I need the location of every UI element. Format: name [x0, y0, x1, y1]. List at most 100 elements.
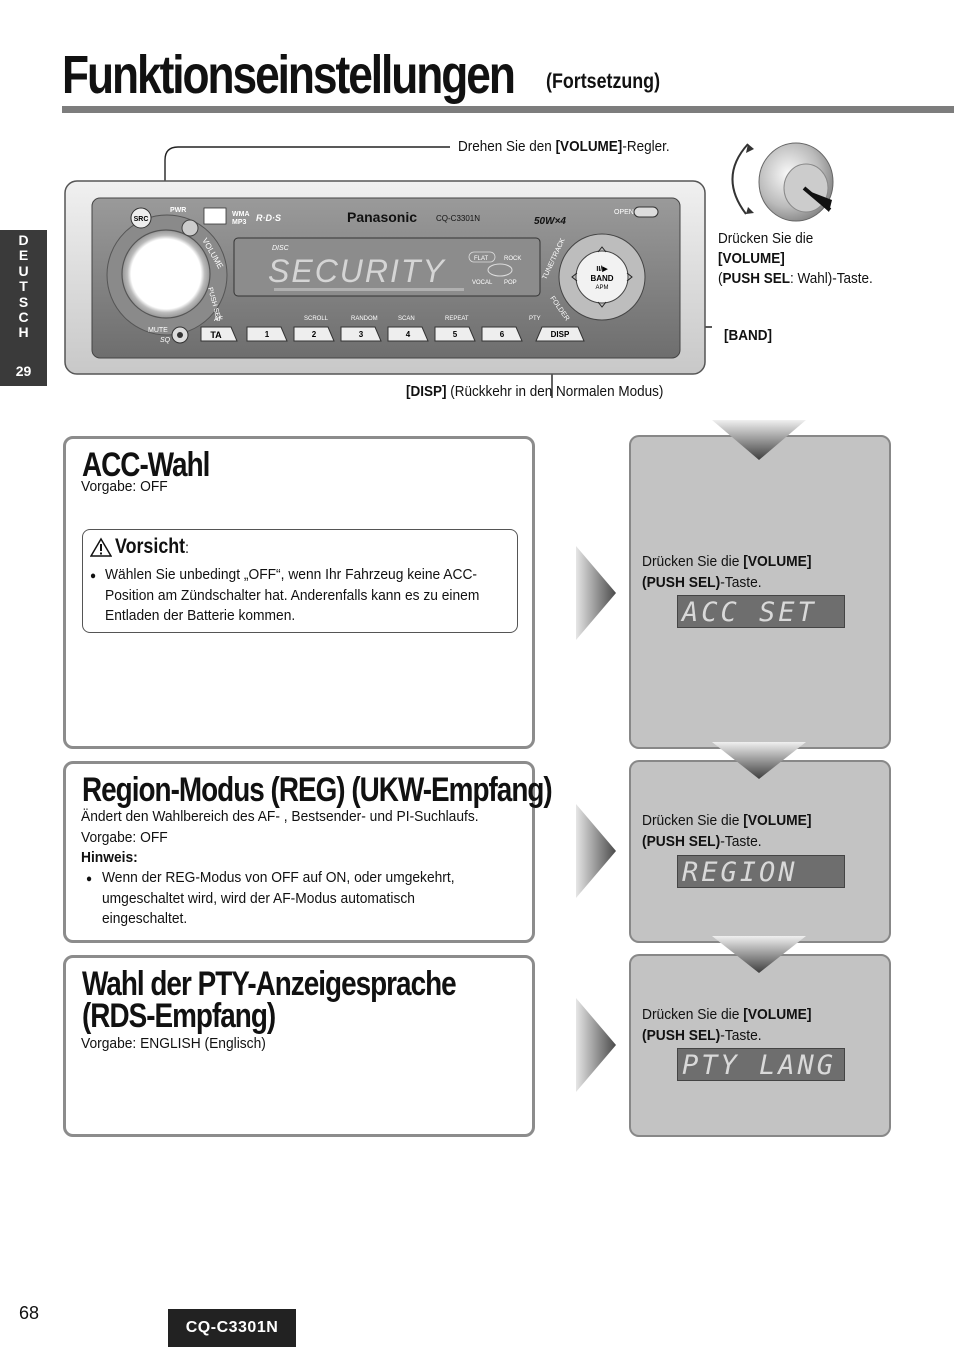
section-title-region: Region-Modus (REG) (UKW-Empfang): [82, 771, 553, 809]
radio-display-text: SECURITY: [268, 253, 446, 289]
region-text: Ändert den Wahlbereich des AF- , Bestsen…: [81, 808, 479, 866]
radio-display: [233, 237, 541, 297]
sq-label: SQ: [160, 337, 171, 344]
preset-button-2[interactable]: [293, 326, 335, 342]
preset-label-4: 4: [406, 330, 411, 339]
page-header: Funktionseinstellungen (Fortsetzung): [62, 42, 954, 116]
src-button[interactable]: [130, 207, 152, 229]
step-arrow-1-icon: [576, 546, 616, 640]
disc-indicator: DISC: [272, 245, 290, 252]
language-tab: D E U T S C H 29: [0, 230, 47, 386]
rds-logo: R·D·S: [256, 213, 281, 223]
af-label: AF: [214, 316, 223, 323]
preset-label-5: 5: [453, 330, 458, 339]
pwr-button[interactable]: [181, 219, 199, 237]
preset-function-random: RANDOM: [351, 316, 378, 322]
disp-label: DISP: [551, 330, 570, 339]
svg-text:FLAT: FLAT: [474, 256, 489, 262]
flow-down-arrows: [712, 420, 806, 973]
caution-box: [82, 529, 518, 633]
volume-knob-illustration: [731, 142, 834, 222]
section-region: Region-Modus (REG) (UKW-Empfang): [63, 761, 553, 943]
right-arrow-icon[interactable]: [626, 272, 633, 282]
callout-volume-turn: Drehen Sie den [VOLUME]-Regler.: [458, 138, 670, 155]
mute-label: MUTE: [148, 327, 168, 334]
language-tab-letters: D E U T S C H: [18, 232, 29, 341]
pty-default: Vorgabe: ENGLISH (Englisch): [81, 1035, 266, 1052]
preset-function-repeat: REPEAT: [445, 316, 469, 322]
step-arrow-2-icon: [576, 804, 616, 898]
step-box-3: Drücken Sie die [VOLUME] (PUSH SEL)-Tast…: [629, 954, 891, 1137]
title-rule: [62, 106, 954, 113]
down-arrow-1-icon: [712, 420, 806, 460]
play-pause-label: II/▶: [596, 266, 608, 273]
eq-indicator: FLAT ROCK VOCAL POP: [468, 251, 521, 286]
page-number: 68: [19, 1303, 40, 1323]
open-button[interactable]: [633, 206, 659, 218]
radio-faceplate: VOLUME PUSH SEL SRC PWR WMA MP3 R·D·S Pa…: [64, 180, 706, 375]
callout-volume-push: Drücken Sie die [VOLUME] (PUSH SEL: Wahl…: [718, 230, 873, 287]
down-arrow-icon[interactable]: [597, 301, 607, 308]
disc-logo-icon: [203, 207, 227, 225]
section-title-acc: ACC-Wahl: [82, 446, 210, 484]
preset-button-3[interactable]: [340, 326, 382, 342]
wma-logo: WMA: [232, 211, 250, 218]
preset-button-4[interactable]: [387, 326, 429, 342]
preset-label-3: 3: [359, 330, 364, 339]
preset-label-1: 1: [265, 330, 270, 339]
svg-text:VOCAL: VOCAL: [472, 280, 493, 286]
callout-disp: [DISP] (Rückkehr in den Normalen Modus): [406, 383, 664, 400]
step-1-instruction: Drücken Sie die [VOLUME] (PUSH SEL)-Tast…: [642, 553, 812, 591]
section-title-pty-line1: Wahl der PTY-Anzeigesprache: [82, 965, 457, 1003]
preset-buttons: 1 2 3 4 5 6: [246, 326, 523, 342]
step-1-display: ACC SET: [677, 595, 845, 628]
disp-button[interactable]: [535, 326, 585, 342]
language-tab-page: 29: [15, 363, 32, 379]
caution-title: Vorsicht:: [115, 535, 189, 558]
step-2-instruction: Drücken Sie die [VOLUME] (PUSH SEL)-Tast…: [642, 812, 812, 850]
svg-text:ROCK: ROCK: [504, 256, 521, 262]
down-arrow-3-icon: [712, 936, 806, 973]
section-pty-lang: Wahl der PTY-Anzeigesprache (RDS-Empfang…: [63, 955, 535, 1137]
caution-text: Wählen Sie unbedingt „OFF“, wenn Ihr Fah…: [105, 566, 480, 624]
acc-default: Vorgabe: OFF: [81, 478, 168, 495]
left-arrow-icon[interactable]: [571, 272, 578, 282]
mp3-logo: MP3: [232, 219, 247, 226]
step-box-1: Drücken Sie die [VOLUME] (PUSH SEL)-Tast…: [629, 435, 891, 749]
step-arrow-3-icon: [576, 998, 616, 1092]
model-badge: CQ-C3301N: [168, 1309, 296, 1347]
step-arrows: [576, 546, 616, 1092]
step-box-2: Drücken Sie die [VOLUME] (PUSH SEL)-Tast…: [629, 760, 891, 943]
preset-function-scan: SCAN: [398, 316, 415, 322]
radio-model: CQ-C3301N: [436, 214, 480, 223]
page-subtitle: (Fortsetzung): [546, 70, 661, 93]
step-3-display: PTY LANG: [677, 1048, 845, 1081]
band-label: BAND: [590, 274, 613, 283]
caution-bullet: ●: [90, 570, 97, 582]
step-3-instruction: Drücken Sie die [VOLUME] (PUSH SEL)-Tast…: [642, 1006, 812, 1044]
up-arrow-icon[interactable]: [597, 246, 607, 253]
section-title-pty-line2: (RDS-Empfang): [82, 997, 276, 1035]
svg-text:POP: POP: [504, 280, 517, 286]
preset-label-2: 2: [312, 330, 317, 339]
apm-label: APM: [595, 285, 608, 291]
preset-label-6: 6: [500, 330, 505, 339]
ta-label: TA: [210, 330, 222, 340]
step-2-display: REGION: [677, 855, 845, 888]
preset-button-6[interactable]: [481, 326, 523, 342]
preset-button-5[interactable]: [434, 326, 476, 342]
pwr-label: PWR: [170, 207, 186, 214]
down-arrow-2-icon: [712, 742, 806, 779]
radio-brand: Panasonic: [347, 209, 417, 225]
warning-triangle-icon: [90, 537, 112, 557]
band-button[interactable]: [575, 250, 629, 304]
volume-knob[interactable]: [121, 229, 211, 319]
radio-power: 50W×4: [534, 216, 566, 227]
src-label: SRC: [134, 216, 149, 223]
ta-button[interactable]: [200, 326, 238, 342]
preset-button-1[interactable]: [246, 326, 288, 342]
preset-function-pty: PTY: [529, 316, 541, 322]
region-note-bullet: ●: [86, 873, 93, 885]
region-note-text: Wenn der REG-Modus von OFF auf ON, oder …: [102, 869, 455, 927]
